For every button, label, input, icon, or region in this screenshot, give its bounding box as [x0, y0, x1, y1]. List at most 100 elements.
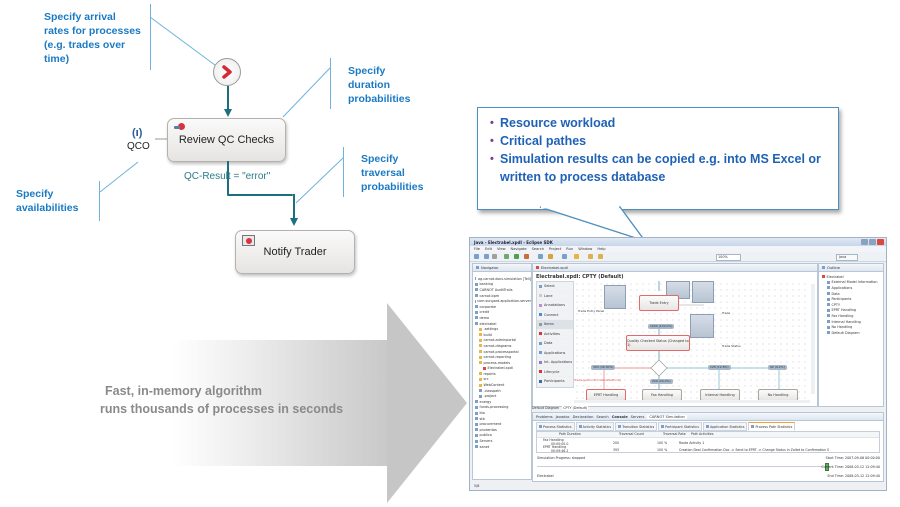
palette-item[interactable]: Participants — [537, 377, 573, 387]
outline-item[interactable]: EPRT Handling — [822, 308, 883, 314]
navigator-item[interactable]: Electrabel.xpdl — [475, 366, 531, 372]
palette-item[interactable]: Select — [537, 282, 573, 292]
forward-icon[interactable] — [598, 254, 603, 259]
new-icon[interactable] — [474, 254, 479, 259]
navigator-item[interactable]: procurement — [475, 421, 531, 427]
console-tab[interactable]: Console — [611, 414, 628, 419]
console-tab[interactable]: Declaration — [572, 414, 594, 419]
navigator-item[interactable]: reports — [475, 371, 531, 377]
outline-item[interactable]: Internal Handling — [822, 319, 883, 325]
navigator-item[interactable]: CARNOT AuditTrails — [475, 287, 531, 293]
statistics-tab[interactable]: Process Path Statistics — [748, 422, 796, 431]
perspective-java-button[interactable]: Java — [836, 254, 858, 261]
editor-vertical-scrollbar[interactable] — [811, 284, 815, 394]
column-header[interactable]: Traversal Rate — [663, 432, 686, 436]
outline-item[interactable]: Fax Handling — [822, 313, 883, 319]
palette-item[interactable]: Connect — [537, 311, 573, 320]
navigator-item[interactable]: ag.carnot.docs.simulation [Tell] — [475, 276, 531, 282]
navigator-item[interactable]: carnot-adminportal — [475, 338, 531, 344]
minimize-icon[interactable] — [861, 239, 868, 245]
column-header[interactable]: Path Duration — [559, 432, 581, 436]
navigator-item[interactable]: WebContent — [475, 382, 531, 388]
menu-window[interactable]: Window — [578, 247, 593, 251]
editor-tab[interactable]: Electrabel.xpdl — [533, 264, 817, 272]
menu-edit[interactable]: Edit — [485, 247, 492, 251]
menu-view[interactable]: View — [496, 247, 506, 251]
navigator-item[interactable]: kto — [475, 410, 531, 416]
statistics-tab[interactable]: Transition Statistics — [615, 422, 658, 431]
navigator-item[interactable]: build — [475, 332, 531, 338]
navigator-item[interactable]: prudentas — [475, 427, 531, 433]
console-tab[interactable]: CARNOT Simulation — [647, 414, 687, 419]
run-icon[interactable] — [514, 254, 519, 259]
outline-item[interactable]: Default Diagram — [822, 330, 883, 336]
close-icon[interactable] — [877, 239, 884, 245]
tab-default-diagram[interactable]: Default Diagram — [532, 406, 560, 410]
outline-item[interactable]: CPTY — [822, 302, 883, 308]
print-icon[interactable] — [492, 254, 497, 259]
diagram-node-trade-entry[interactable]: Trade Entry — [639, 295, 679, 311]
maximize-icon[interactable] — [869, 239, 876, 245]
navigator-item[interactable]: credit — [475, 310, 531, 316]
navigator-item[interactable]: carnot-processportal — [475, 349, 531, 355]
debug-icon[interactable] — [504, 254, 509, 259]
navigator-item[interactable]: carnot-reporting — [475, 354, 531, 360]
navigator-item[interactable]: .project — [475, 393, 531, 399]
diagram-node-quality-checked[interactable]: Quality Checked Status (Changed to 1) — [626, 335, 690, 351]
slider-handle[interactable] — [825, 463, 829, 471]
search-icon[interactable] — [562, 254, 567, 259]
statistics-tab[interactable]: Application Statistics — [702, 422, 748, 431]
menu-search[interactable]: Search — [531, 247, 544, 251]
navigator-item[interactable]: carnot-diagrams — [475, 343, 531, 349]
navigator-item[interactable]: banking — [475, 282, 531, 288]
navigator-item[interactable]: corporate — [475, 304, 531, 310]
palette-item[interactable]: Annotations — [537, 301, 573, 311]
menu-navigate[interactable]: Navigate — [510, 247, 527, 251]
navigator-item[interactable]: publico — [475, 433, 531, 439]
activity-notify-trader[interactable]: Notify Trader — [235, 230, 355, 274]
navigator-item[interactable]: .classpath — [475, 388, 531, 394]
navigator-item[interactable]: stb — [475, 416, 531, 422]
palette-item[interactable]: Lifecycle — [537, 368, 573, 377]
menu-file[interactable]: File — [474, 247, 481, 251]
navigator-item[interactable]: funds-processing — [475, 405, 531, 411]
column-header[interactable]: Path Activities — [691, 432, 714, 436]
palette-item[interactable]: Data — [537, 339, 573, 349]
navigator-item[interactable]: src — [475, 377, 531, 383]
palette-item[interactable]: Items — [537, 320, 573, 330]
back-icon[interactable] — [588, 254, 593, 259]
zoom-select[interactable]: 100% — [716, 254, 741, 261]
palette-item[interactable]: Lane — [537, 292, 573, 301]
console-tab[interactable]: Problems — [536, 414, 553, 419]
navigator-item[interactable]: energy — [475, 399, 531, 405]
open-type-icon[interactable] — [548, 254, 553, 259]
diagram-canvas[interactable]: Trade Entry Panel Trade Entry Trade 1000… — [574, 281, 810, 401]
outline-item[interactable]: No Handling — [822, 324, 883, 330]
save-icon[interactable] — [484, 254, 489, 259]
menu-help[interactable]: Help — [597, 247, 606, 251]
external-tools-icon[interactable] — [524, 254, 529, 259]
statistics-tab[interactable]: Participant Statistics — [658, 422, 702, 431]
outline-item[interactable]: Electrabel — [822, 274, 883, 280]
new-class-icon[interactable] — [538, 254, 543, 259]
console-tab[interactable]: Servers — [630, 414, 645, 419]
menu-project[interactable]: Project — [549, 247, 562, 251]
statistics-tab[interactable]: Activity Statistics — [575, 422, 615, 431]
activity-review-qc-checks[interactable]: Review QC Checks — [167, 118, 286, 162]
menu-run[interactable]: Run — [566, 247, 574, 251]
navigator-tab[interactable]: Navigator — [473, 264, 531, 272]
console-tab[interactable]: Search — [596, 414, 609, 419]
navigator-item[interactable]: .settings — [475, 326, 531, 332]
simulation-progress-slider[interactable] — [537, 463, 829, 471]
outline-item[interactable]: Participants — [822, 296, 883, 302]
outline-item[interactable]: Applications — [822, 285, 883, 291]
palette-item[interactable]: Int. Applications — [537, 358, 573, 368]
console-tab[interactable]: Javadoc — [555, 414, 570, 419]
tab-cpty-default[interactable]: CPTY (Default) — [562, 406, 589, 410]
annotation-icon[interactable] — [574, 254, 579, 259]
statistics-tab[interactable]: Process Statistics — [536, 422, 575, 431]
start-event[interactable] — [213, 58, 241, 86]
palette-item[interactable]: Activities — [537, 330, 573, 339]
